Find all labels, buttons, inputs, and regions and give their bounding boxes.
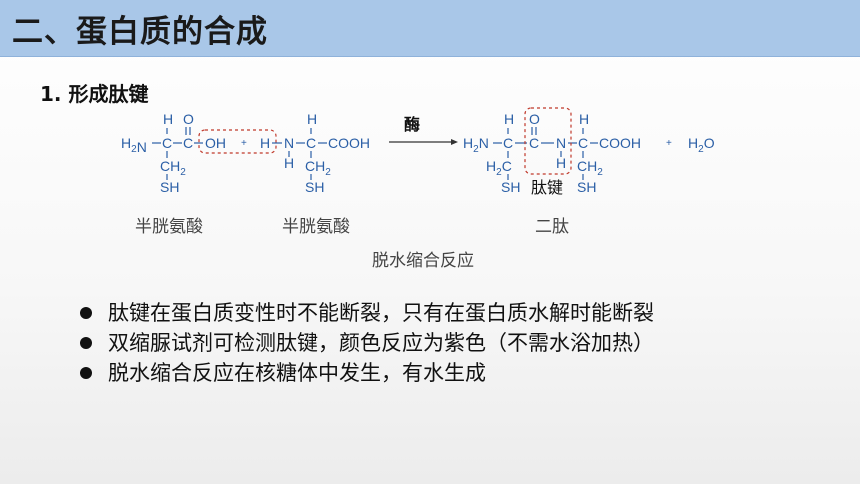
p-alpha-c2: C — [578, 135, 588, 151]
molecule1-name: 半胱氨酸 — [135, 217, 203, 237]
molecule2-name: 半胱氨酸 — [282, 217, 350, 237]
p-amine: H2N — [463, 135, 489, 155]
m1-sh: SH — [160, 179, 179, 195]
product-name: 二肽 — [535, 217, 569, 237]
p-right-sh: SH — [577, 179, 596, 195]
bullet-dot-icon — [80, 367, 92, 379]
reaction-arrow-head — [451, 139, 458, 145]
enzyme-label: 酶 — [404, 115, 420, 134]
peptide-bond-label: 肽键 — [531, 178, 563, 197]
m1-h-top: H — [163, 111, 173, 127]
bullet-item: 双缩脲试剂可检测肽键，颜色反应为紫色（不需水浴加热） — [78, 328, 654, 358]
m2-h-bottom: H — [284, 155, 294, 171]
bullet-list: 肽键在蛋白质变性时不能断裂，只有在蛋白质水解时能断裂 双缩脲试剂可检测肽键，颜色… — [78, 298, 654, 388]
m2-ch2: CH2 — [305, 158, 331, 178]
cysteine-molecule-2: H N C COOH H H CH2 SH — [260, 111, 370, 195]
p-h2: H — [579, 111, 589, 127]
bullet-item: 脱水缩合反应在核糖体中发生，有水生成 — [78, 358, 654, 388]
p-oxygen: O — [529, 111, 540, 127]
p-left-sh: SH — [501, 179, 520, 195]
m1-oxygen: O — [183, 111, 194, 127]
m1-amine: H2N — [121, 135, 147, 155]
p-right-side: CH2 — [577, 158, 603, 178]
removed-water-box — [198, 129, 277, 154]
p-carboxyl: COOH — [599, 135, 641, 151]
m2-h-left: H — [260, 135, 270, 151]
m2-alpha-c: C — [306, 135, 316, 151]
p-nitrogen: N — [556, 135, 566, 151]
bullet-dot-icon — [80, 307, 92, 319]
m2-nitrogen: N — [284, 135, 294, 151]
bullet-dot-icon — [80, 337, 92, 349]
m1-hydroxyl: OH — [205, 135, 226, 151]
slide-title: 二、蛋白质的合成 — [12, 14, 268, 50]
title-bar: 二、蛋白质的合成 — [0, 0, 860, 57]
m2-h-top: H — [307, 111, 317, 127]
reaction-name: 脱水缩合反应 — [372, 251, 474, 271]
m2-carboxyl: COOH — [328, 135, 370, 151]
p-h-n: H — [556, 155, 566, 171]
cysteine-molecule-1: H2N C C OH H O CH2 SH — [121, 111, 226, 195]
dipeptide-molecule: H2N C C N C COOH H O H H H2C SH CH2 SH — [463, 111, 641, 195]
bullet-item: 肽键在蛋白质变性时不能断裂，只有在蛋白质水解时能断裂 — [78, 298, 654, 328]
bullet-text: 双缩脲试剂可检测肽键，颜色反应为紫色（不需水浴加热） — [108, 331, 654, 355]
bullet-text: 肽键在蛋白质变性时不能断裂，只有在蛋白质水解时能断裂 — [108, 301, 654, 325]
section-title: 1. 形成肽键 — [40, 82, 149, 106]
plus-sign-1: + — [241, 138, 247, 149]
m1-ch2: CH2 — [160, 158, 186, 178]
p-left-side: H2C — [486, 158, 512, 178]
water: H2O — [688, 135, 715, 155]
p-carbonyl-c: C — [529, 135, 539, 151]
plus-sign-2: + — [666, 138, 672, 149]
m1-alpha-c: C — [162, 135, 172, 151]
peptide-bond-box — [524, 107, 572, 175]
bullet-text: 脱水缩合反应在核糖体中发生，有水生成 — [108, 361, 486, 385]
m1-carbonyl-c: C — [183, 135, 193, 151]
p-alpha-c1: C — [503, 135, 513, 151]
p-h1: H — [504, 111, 514, 127]
m2-sh: SH — [305, 179, 324, 195]
